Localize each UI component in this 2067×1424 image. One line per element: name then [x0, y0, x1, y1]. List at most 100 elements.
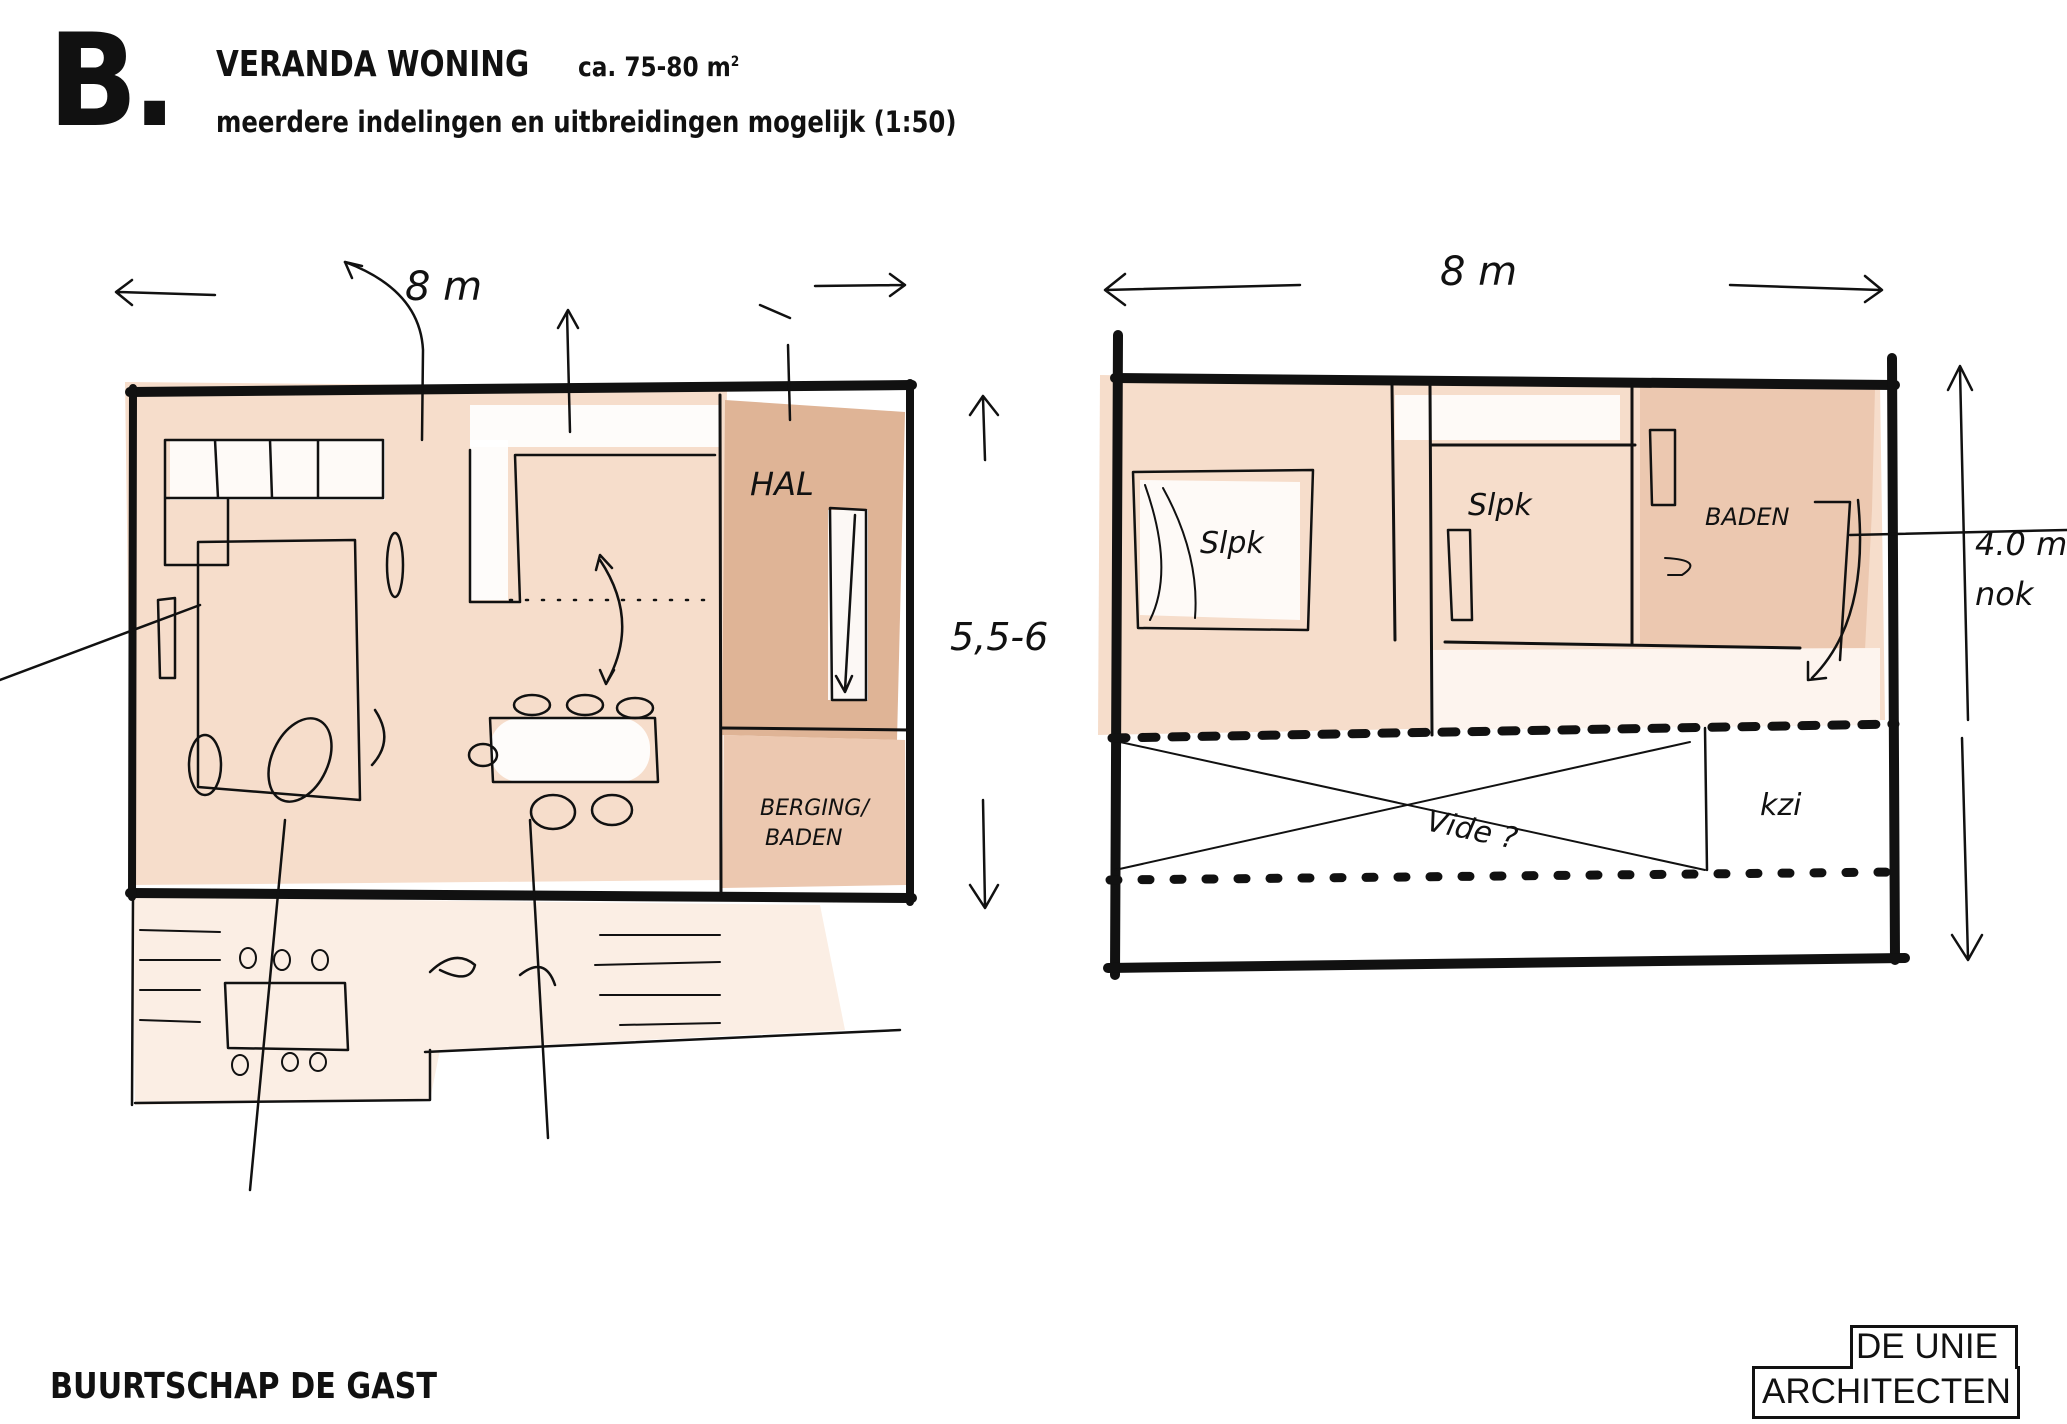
bed-1: [1131, 468, 1315, 632]
logo-box-top: [1850, 1325, 2018, 1369]
gf-depth-label: 5,5-6: [950, 615, 1048, 659]
dining-table: [488, 716, 660, 784]
bath-stair-arrow: [1806, 498, 1862, 682]
storage-wash: [722, 735, 906, 888]
page-subtitle: meerdere indelingen en uitbreidingen mog…: [216, 105, 957, 139]
uf-width-arrow-left: [1103, 272, 1302, 307]
eave-line-1: [1107, 719, 1900, 743]
eave-line-2: [1105, 867, 1900, 885]
stair-highlight: [828, 510, 868, 700]
bath-wash: [1640, 380, 1875, 650]
ridge-line: [1848, 528, 2067, 537]
partition-4: [1443, 640, 1802, 650]
upper-wall-right: [1887, 353, 1900, 965]
logo-line-1: DE UNIE: [1856, 1327, 1998, 1366]
ridge-label-1: 4.0 m: [1975, 525, 2067, 563]
north-curve: [343, 260, 425, 442]
gf-width-arrow-right: [813, 272, 907, 298]
uf-width-label: 8 m: [1440, 249, 1517, 295]
upper-wall-bottom: [1103, 953, 1910, 973]
living-rug: [196, 538, 362, 802]
lounge-chair-1: [428, 956, 477, 978]
partition-1: [1390, 383, 1434, 737]
section-letter: B.: [48, 7, 177, 156]
sight-line-1: [0, 603, 202, 682]
sofa-highlight: [170, 440, 385, 500]
side-chair: [370, 708, 386, 767]
kitchen-counter: [468, 448, 717, 604]
dining-chair-4: [529, 793, 577, 831]
sofa: [163, 438, 385, 567]
gf-width-arrow-left: [114, 278, 217, 307]
terrace-chair-3: [311, 949, 329, 971]
dining-chair-5: [590, 793, 634, 827]
project-name: BUURTSCHAP DE GAST: [50, 1366, 438, 1407]
lounge-chair-2: [518, 965, 557, 987]
terrace-wash: [132, 897, 845, 1105]
logo-line-2: ARCHITECTEN: [1762, 1372, 2011, 1411]
floor-area-unit-sup: 2: [730, 54, 740, 70]
hal-wash: [722, 400, 905, 740]
north-arrow-head: [343, 260, 364, 280]
terrace-chair-2: [273, 949, 291, 971]
lamp: [385, 531, 405, 599]
bath-stair: [1813, 500, 1852, 662]
ridge-label-2: nok: [1975, 575, 2035, 613]
terrace-outline: [130, 895, 902, 1107]
terrace-boards-left: [139, 929, 221, 1023]
armchair-2: [267, 717, 333, 803]
ground-wall-hal: [718, 393, 723, 895]
upper-floor-plan: 8 m 4.0 m nok Slpk Slpk BADEN Vide ? kzi: [1098, 249, 2067, 980]
uf-height-arrow-down: [1950, 736, 1984, 962]
hal-stair: [828, 506, 868, 702]
bedroom2-label: Slpk: [1468, 488, 1533, 523]
bed-2: [1446, 528, 1474, 622]
storage-label-1: BERGING/: [760, 796, 871, 821]
ground-wall-hal-storage: [720, 726, 912, 732]
bedroom1-label: Slpk: [1200, 526, 1265, 561]
sight-line-2: [248, 818, 287, 1192]
dining-chair-6: [467, 742, 499, 768]
ground-wall-left: [128, 384, 137, 901]
terrace-chair-6: [309, 1052, 327, 1072]
bottom-highlight: [1430, 648, 1880, 730]
bed-1-pillow: [1144, 484, 1197, 621]
table-highlight: [490, 718, 650, 782]
entry-line: [556, 308, 580, 434]
gf-depth-arrow-up: [968, 394, 1000, 462]
dining-chair-1: [512, 693, 552, 717]
hal-label: HAL: [750, 465, 814, 503]
void-divider: [1703, 726, 1709, 872]
kitchen-highlight: [470, 405, 720, 447]
storage-label-2: BADEN: [765, 826, 842, 851]
floor-area: ca. 75-80 m2: [578, 52, 739, 83]
terrace-boards-right: [594, 934, 721, 1026]
void-label: Vide ?: [1423, 804, 1520, 857]
floor-area-value: ca. 75-80 m: [578, 52, 731, 83]
ground-wall-top: [125, 380, 917, 397]
terrace-chair-4: [231, 1054, 249, 1076]
tv-unit: [156, 596, 177, 680]
gf-depth-arrow-down: [968, 798, 1000, 910]
page-title: VERANDA WONING: [216, 44, 530, 85]
terrace-table: [223, 981, 350, 1052]
toilet: [1664, 557, 1692, 576]
uf-width-arrow-right: [1728, 274, 1884, 304]
uf-height-arrow-up: [1946, 364, 1974, 722]
void-cross-2: [1114, 741, 1691, 871]
sight-line-3: [528, 818, 550, 1140]
upper-wall-top: [1110, 373, 1900, 390]
ground-floor-plan: 8 m 5,5-6 HAL BERGING/ BADEN: [0, 260, 1048, 1192]
gf-width-label: 8 m: [405, 264, 482, 310]
extra-room-label: kzi: [1760, 788, 1802, 823]
dining-chair-2: [565, 693, 605, 717]
logo-box-joint: [1853, 1363, 2015, 1371]
architect-logo: DE UNIE ARCHITECTEN: [1752, 1325, 2020, 1419]
hal-stair-arrow: [834, 513, 857, 694]
terrace-chair-5: [281, 1052, 299, 1072]
armchair-1: [187, 733, 223, 797]
bedroom-highlight: [1140, 480, 1300, 620]
bath-tub: [1648, 428, 1677, 507]
ground-wall-bottom: [125, 888, 917, 903]
